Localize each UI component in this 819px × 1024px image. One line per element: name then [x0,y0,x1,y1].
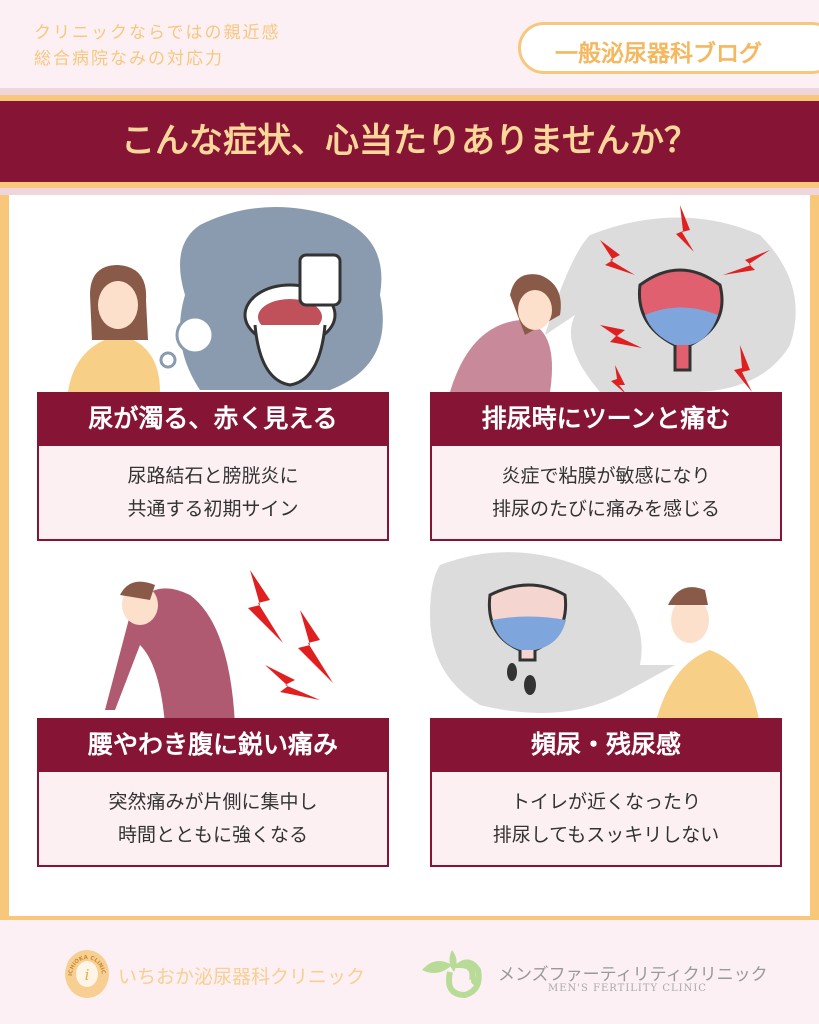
tagline-line: 総合病院なみの対応力 [34,49,224,69]
description-line: 尿路結石と膀胱炎に [127,465,299,487]
symptom-description: 尿路結石と膀胱炎に共通する初期サイン [37,446,389,541]
symptom-description: トイレが近くなったり排尿してもスッキリしない [430,772,782,867]
description-line: 時間とともに強くなる [117,824,308,846]
symptom-title: 頻尿・残尿感 [430,718,782,772]
description-line: 共通する初期サイン [127,498,299,520]
symptom-card: 尿が濁る、赤く見える 尿路結石と膀胱炎に共通する初期サイン [37,392,389,541]
symptom-description: 突然痛みが片側に集中し時間とともに強くなる [37,772,389,867]
symptom-description: 炎症で粘膜が敏感になり排尿のたびに痛みを感じる [430,446,782,541]
illustrations [68,205,796,725]
woman-illustration [68,265,160,392]
description-line: 排尿してもスッキリしない [492,824,720,846]
person-holding-stomach-illustration [450,274,561,392]
blog-category-badge[interactable]: 一般泌尿器科ブログ [518,22,819,74]
mens-fertility-clinic-name[interactable]: メンズファーティリティクリニック [498,965,768,985]
symptom-card: 頻尿・残尿感 トイレが近くなったり排尿してもスッキリしない [430,718,782,867]
ichioka-clinic-name[interactable]: いちおか泌尿器科クリニック [118,966,366,988]
toilet-illustration [159,207,383,390]
symptom-title: 排尿時にツーンと痛む [430,392,782,446]
back-pain-illustration [105,570,333,725]
tagline: クリニックならではの親近感 総合病院なみの対応力 [34,20,281,72]
description-line: 排尿のたびに痛みを感じる [491,498,720,520]
symptom-title: 腰やわき腹に鋭い痛み [37,718,389,772]
frequent-urination-illustration [430,552,760,725]
description-line: 突然痛みが片側に集中し [108,791,318,813]
tagline-line: クリニックならではの親近感 [34,23,281,43]
symptom-title: 尿が濁る、赤く見える [37,392,389,446]
mens-fertility-clinic-name-en: MEN'S FERTILITY CLINIC [548,983,707,994]
symptom-card: 腰やわき腹に鋭い痛み 突然痛みが片側に集中し時間とともに強くなる [37,718,389,867]
ichioka-clinic-logo: ICHIOKA CLINIC i [65,950,109,998]
description-line: 炎症で粘膜が敏感になり [501,465,711,487]
mens-fertility-clinic-logo [422,950,482,999]
page-title: こんな症状、心当たりありませんか？ [0,95,819,188]
svg-text:i: i [85,966,90,984]
symptom-card: 排尿時にツーンと痛む 炎症で粘膜が敏感になり排尿のたびに痛みを感じる [430,392,782,541]
bladder-pain-illustration [545,205,796,395]
description-line: トイレが近くなったり [510,791,701,813]
